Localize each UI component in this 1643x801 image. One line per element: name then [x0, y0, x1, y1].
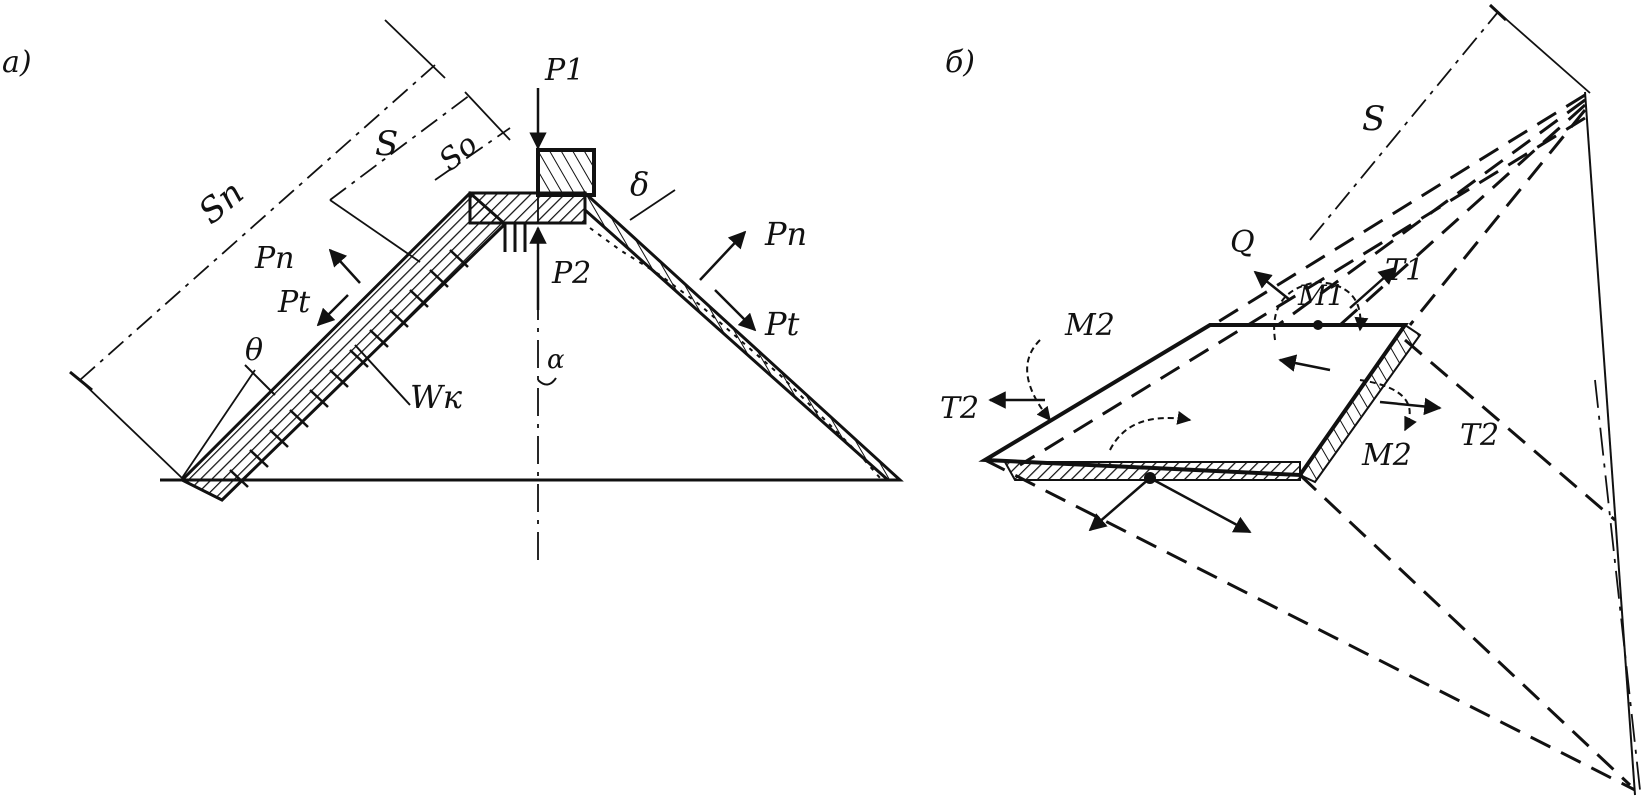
panel-a-label: а) [2, 45, 32, 80]
shell-element [978, 323, 1409, 478]
label-T1: T1 [1385, 253, 1424, 288]
label-S0: So [433, 127, 485, 179]
label-Pt-right: Pt [764, 305, 800, 343]
dim-Sn [69, 19, 446, 479]
bottom-normal-arrow [1088, 477, 1151, 532]
label-S-b: S [1362, 99, 1385, 139]
Pt-right-arrow [714, 289, 757, 332]
left-load-comb [229, 249, 469, 488]
alpha-arc [537, 377, 557, 386]
Pn-left-arrow [328, 248, 361, 284]
theta-arc [244, 364, 276, 396]
label-P2: P2 [551, 256, 591, 291]
right-wall [583, 189, 904, 482]
label-theta: θ [245, 333, 263, 368]
cap-load-teeth [503, 223, 527, 252]
label-Sn: Sn [191, 173, 251, 233]
Q-arrow [1253, 270, 1291, 301]
label-M1: M1 [1297, 279, 1344, 312]
panel-b-label: б) [945, 45, 975, 80]
panel-a: а) [2, 19, 904, 560]
T2-right-arrow [1379, 397, 1442, 416]
label-M2-right: M2 [1361, 438, 1412, 473]
label-Q: Q [1230, 225, 1255, 260]
Wk-leader [354, 344, 411, 406]
dim-S-b [1309, 3, 1591, 241]
inner-arrow [1278, 354, 1331, 372]
bottom-moment-arc [1109, 411, 1192, 451]
dim-S0 [434, 91, 511, 181]
T1-arrow [1349, 266, 1397, 309]
panel-b: б) [940, 3, 1641, 796]
label-Pn-left: Pn [254, 241, 295, 276]
label-Pt-left: Pt [277, 285, 311, 320]
M2-right-arc [1359, 379, 1417, 432]
top-square-block [536, 148, 596, 197]
M1-arc [1273, 280, 1369, 341]
label-Wk: Wк [410, 378, 463, 416]
label-P1: P1 [544, 53, 584, 88]
label-S: S [375, 124, 398, 164]
top-cap-block [468, 191, 587, 225]
dim-S [329, 94, 471, 263]
right-wall-shading [589, 227, 881, 479]
label-M2-left: M2 [1064, 308, 1115, 343]
node-top [1313, 320, 1323, 330]
node-bottom [1144, 472, 1156, 484]
M2-left-arc [1026, 339, 1051, 422]
Pt-left-arrow [316, 294, 349, 327]
label-delta: δ [630, 165, 649, 203]
apex-axis [1584, 91, 1636, 796]
label-T2-left: T2 [940, 391, 979, 426]
shell-element-bottom-edge [1003, 461, 1301, 481]
label-Pn-right: Pn [764, 215, 807, 253]
shell-element-right-edge [1298, 323, 1422, 484]
left-wall-hatched [179, 190, 508, 502]
label-T2-right: T2 [1460, 418, 1499, 453]
bottom-tangent-arrow [1149, 476, 1252, 534]
Pn-right-arrow [699, 230, 747, 281]
generator-lines [984, 93, 1636, 792]
theta-leader [181, 369, 256, 479]
delta-leader [629, 189, 676, 221]
label-alpha: α [547, 345, 565, 375]
apex-axis-dashdot [1594, 379, 1641, 791]
